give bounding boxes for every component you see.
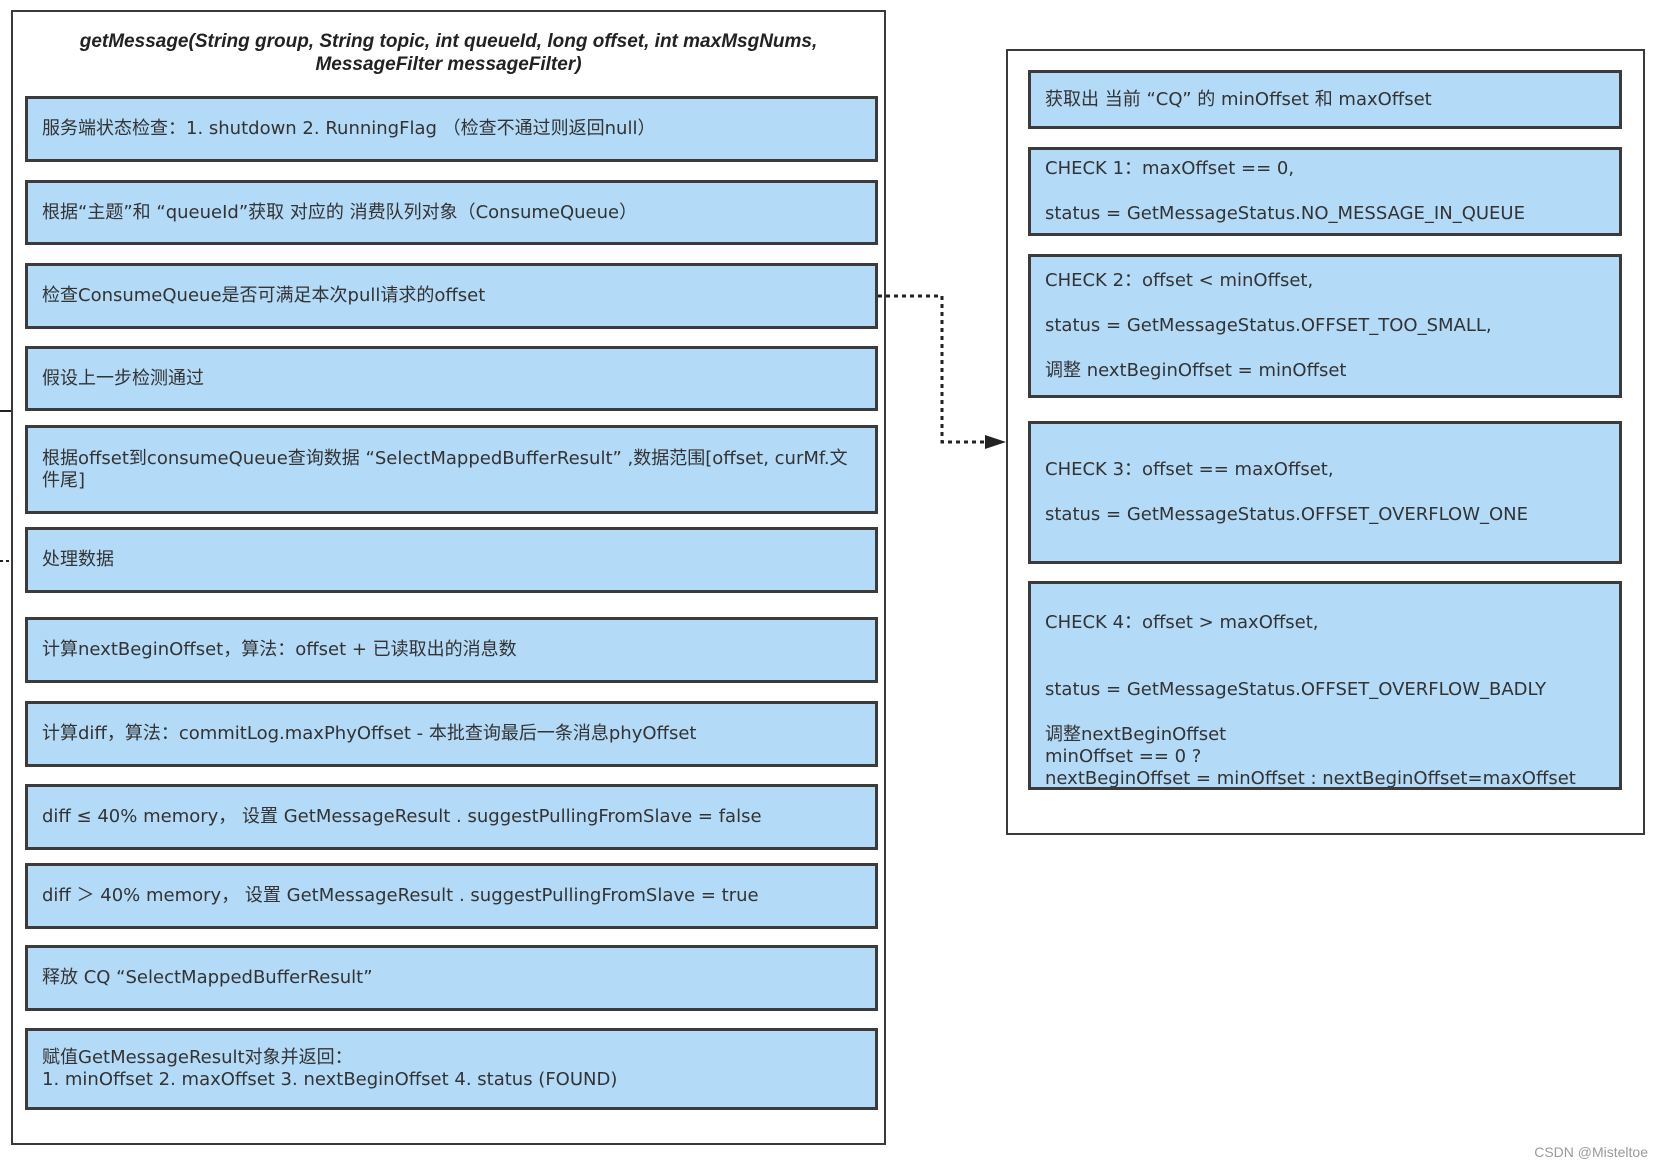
check-text-line-2: status = GetMessageStatus.NO_MESSAGE_IN_… [1045, 203, 1525, 224]
check-text-line-2: status = GetMessageStatus.OFFSET_TOO_SMA… [1045, 315, 1492, 336]
check-1-box: CHECK 1：maxOffset == 0, status = GetMess… [1028, 147, 1622, 236]
check-text-line-5: nextBeginOffset = minOffset : nextBeginO… [1045, 768, 1576, 789]
step-process-data: 处理数据 [25, 527, 878, 593]
step-text: 释放 CQ “SelectMappedBufferResult” [42, 967, 373, 988]
step-release-cq: 释放 CQ “SelectMappedBufferResult” [25, 945, 878, 1011]
check-3-box: CHECK 3：offset == maxOffset, status = Ge… [1028, 421, 1622, 564]
check-text-line-1: CHECK 2：offset < minOffset, [1045, 270, 1314, 291]
function-signature-line-2: MessageFilter messageFilter) [315, 54, 582, 75]
step-text: 根据“主题”和 “queueId”获取 对应的 消费队列对象（ConsumeQu… [42, 201, 638, 223]
check-text-line-2: status = GetMessageStatus.OFFSET_OVERFLO… [1045, 504, 1528, 525]
check-text-line-4: minOffset == 0 ? [1045, 746, 1202, 767]
function-signature-line-1: getMessage(String group, String topic, i… [79, 31, 818, 52]
step-query-consume-queue: 根据offset到consumeQueue查询数据 “SelectMappedB… [25, 425, 878, 514]
step-text: 服务端状态检查：1. shutdown 2. RunningFlag （检查不通… [42, 118, 656, 139]
step-server-status-check: 服务端状态检查：1. shutdown 2. RunningFlag （检查不通… [25, 96, 878, 162]
check-text-line-1: CHECK 3：offset == maxOffset, [1045, 459, 1334, 480]
step-assign-result: 赋值GetMessageResult对象并返回： 1. minOffset 2.… [25, 1028, 878, 1110]
function-signature: getMessage(String group, String topic, i… [11, 30, 886, 76]
step-text: diff ＞ 40% memory， 设置 GetMessageResult .… [42, 885, 759, 906]
step-calc-next-begin-offset: 计算nextBeginOffset，算法：offset + 已读取出的消息数 [25, 617, 878, 683]
step-text: 计算nextBeginOffset，算法：offset + 已读取出的消息数 [42, 639, 517, 660]
step-text: 检查ConsumeQueue是否可满足本次pull请求的offset [42, 285, 486, 306]
step-check-offset: 检查ConsumeQueue是否可满足本次pull请求的offset [25, 263, 878, 329]
connector-arrowhead [985, 435, 1006, 449]
step-text-line-1: 赋值GetMessageResult对象并返回： [42, 1047, 353, 1068]
check-text-line-3: 调整 nextBeginOffset = minOffset [1045, 360, 1347, 381]
check-get-min-max-offset: 获取出 当前 “CQ” 的 minOffset 和 maxOffset [1028, 70, 1622, 129]
check-text: 获取出 当前 “CQ” 的 minOffset 和 maxOffset [1045, 88, 1432, 110]
step-text: 假设上一步检测通过 [42, 367, 204, 389]
step-calc-diff: 计算diff，算法：commitLog.maxPhyOffset - 本批查询最… [25, 701, 878, 767]
check-2-box: CHECK 2：offset < minOffset, status = Get… [1028, 254, 1622, 398]
step-text: diff ≤ 40% memory， 设置 GetMessageResult .… [42, 806, 762, 827]
step-text: 根据offset到consumeQueue查询数据 “SelectMappedB… [42, 447, 848, 491]
step-assume-passed: 假设上一步检测通过 [25, 346, 878, 411]
step-get-consume-queue: 根据“主题”和 “queueId”获取 对应的 消费队列对象（ConsumeQu… [25, 180, 878, 245]
check-text-line-1: CHECK 1：maxOffset == 0, [1045, 158, 1295, 179]
check-text-line-2: status = GetMessageStatus.OFFSET_OVERFLO… [1045, 679, 1547, 700]
check-4-box: CHECK 4：offset > maxOffset, status = Get… [1028, 581, 1622, 790]
step-diff-gt-40: diff ＞ 40% memory， 设置 GetMessageResult .… [25, 863, 878, 929]
step-text-line-2: 1. minOffset 2. maxOffset 3. nextBeginOf… [42, 1069, 618, 1090]
dotted-connector-to-checks [878, 294, 985, 444]
step-text: 计算diff，算法：commitLog.maxPhyOffset - 本批查询最… [42, 723, 697, 744]
step-text: 处理数据 [42, 549, 114, 570]
check-text-line-1: CHECK 4：offset > maxOffset, [1045, 612, 1319, 633]
watermark: CSDN @Misteltoe [1534, 1144, 1648, 1160]
check-text-line-3: 调整nextBeginOffset [1045, 724, 1227, 745]
step-diff-le-40: diff ≤ 40% memory， 设置 GetMessageResult .… [25, 784, 878, 850]
